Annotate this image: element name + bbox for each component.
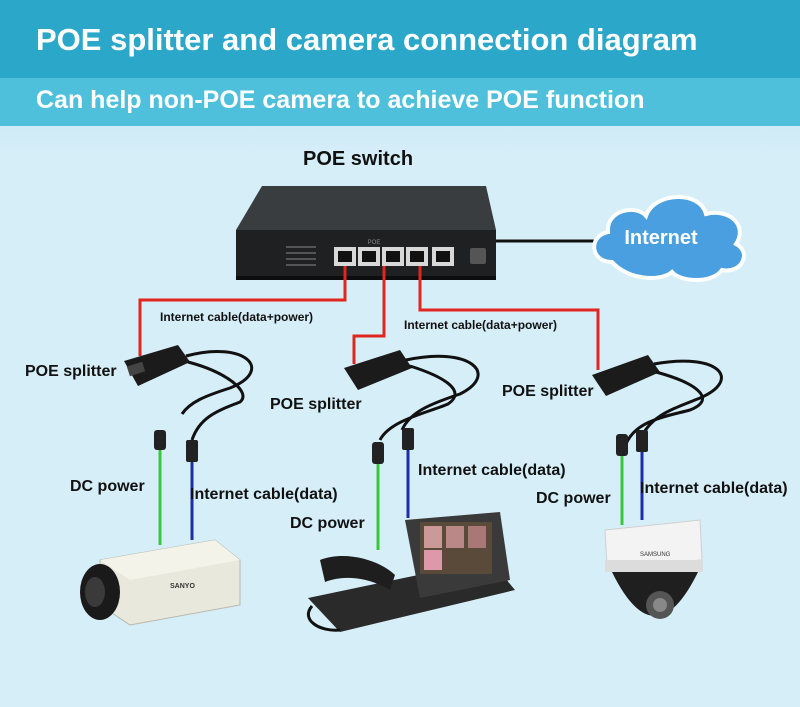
camera-brand-left: SANYO [170, 583, 195, 590]
ip-phone-icon [307, 512, 515, 632]
internet-cloud-icon: Internet [592, 195, 746, 282]
dc-power-label-right: DC power [536, 490, 611, 507]
diagram-subtitle: Can help non-POE camera to achieve POE f… [36, 86, 645, 114]
poe-switch: POE [236, 186, 496, 280]
poe-splitter-right [592, 355, 723, 445]
dc-power-label-mid: DC power [290, 515, 365, 532]
switch-port-label: POE [368, 240, 381, 246]
subtitle-banner [0, 78, 800, 126]
dome-camera-icon: SAMSUNG [604, 519, 703, 619]
splitter-label-right: POE splitter [502, 383, 594, 400]
poe-cables [138, 266, 600, 370]
diagram-title: POE splitter and camera connection diagr… [36, 22, 698, 57]
data-cable-label-left: Internet cable(data) [190, 486, 338, 503]
dc-jack-icon [470, 248, 486, 264]
poe-splitter-left [124, 345, 254, 441]
splitter-label-mid: POE splitter [270, 396, 362, 413]
data-cable-label-mid: Internet cable(data) [418, 462, 566, 479]
cable-label-mid: Internet cable(data+power) [404, 318, 558, 332]
dc-power-label-left: DC power [70, 478, 145, 495]
device-cables [158, 448, 644, 550]
title-banner [0, 0, 800, 78]
data-cable-label-right: Internet cable(data) [640, 480, 788, 497]
poe-splitter-mid [344, 350, 480, 441]
cable-connectors [154, 428, 648, 464]
camera-brand-right: SAMSUNG [640, 552, 671, 558]
switch-ports [334, 247, 454, 266]
cable-label-left: Internet cable(data+power) [160, 310, 314, 324]
poe-switch-label: POE switch [303, 148, 414, 170]
splitter-label-left: POE splitter [25, 363, 117, 380]
switch-status-leds [286, 246, 316, 266]
internet-label: Internet [624, 227, 698, 249]
box-camera-icon: SANYO [80, 539, 241, 626]
